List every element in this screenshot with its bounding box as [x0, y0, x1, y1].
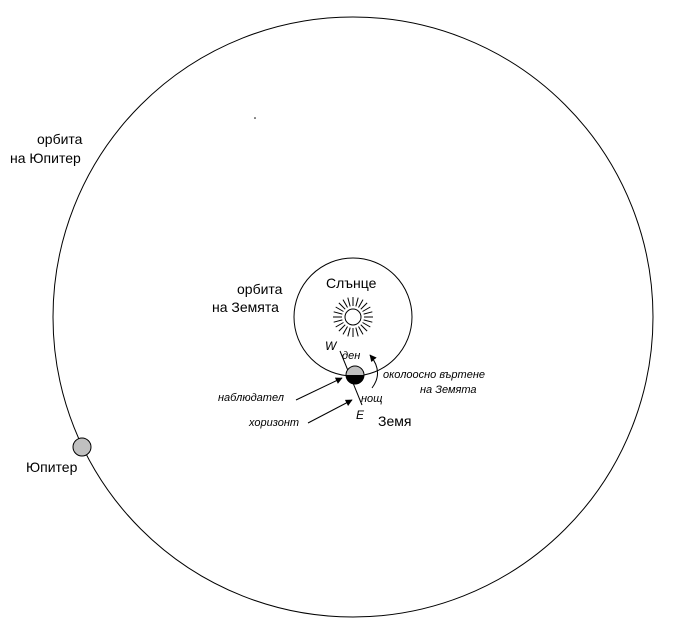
jupiter-orbit-label-2: на Юпитер — [10, 150, 81, 166]
stray-dot — [254, 117, 256, 119]
sun-ray — [363, 319, 373, 323]
sun-label: Слънце — [326, 275, 377, 291]
sun-ray — [335, 322, 344, 328]
west-label: W — [325, 339, 338, 353]
horizon-pointer — [307, 399, 353, 424]
sun-ray — [362, 322, 371, 328]
sun-ray — [335, 306, 344, 312]
sun-ray — [338, 324, 346, 332]
jupiter-label: Юпитер — [26, 459, 78, 475]
sun-ray — [362, 306, 371, 312]
observer-label: наблюдател — [218, 392, 284, 404]
jupiter-orbit — [52, 16, 654, 618]
jupiter-orbit-label-1: орбита — [37, 131, 83, 147]
night-label: нощ — [361, 393, 383, 405]
sun-ray — [363, 311, 373, 315]
sun-ray — [333, 319, 343, 323]
east-label: E — [356, 408, 365, 422]
earth-orbit-label-2: на Земята — [212, 299, 279, 315]
sun-ray — [355, 327, 359, 337]
sun-ray — [342, 326, 348, 335]
sun-icon — [333, 297, 373, 337]
sun-ray — [347, 327, 351, 337]
earth-orbit-label-1: орбита — [237, 281, 283, 297]
rotation-label-1: околоосно въртене — [383, 369, 485, 381]
earth-planet — [345, 365, 365, 385]
sun-ray — [358, 326, 364, 335]
sun-ray — [338, 302, 346, 310]
jupiter-planet — [72, 437, 92, 457]
horizon-label: хоризонт — [248, 417, 299, 429]
day-label: ден — [342, 350, 360, 362]
sun-ray — [355, 297, 359, 307]
rotation-label-2: на Земята — [420, 384, 477, 396]
rotation-arrow — [369, 354, 378, 389]
observer-pointer — [295, 377, 343, 401]
sun-ray — [360, 302, 368, 310]
sun-ray — [333, 311, 343, 315]
sun-ray — [347, 297, 351, 307]
earth-label: Земя — [378, 413, 411, 429]
sun-ray — [360, 324, 368, 332]
sun-ray — [358, 299, 364, 308]
sun-ray — [342, 299, 348, 308]
